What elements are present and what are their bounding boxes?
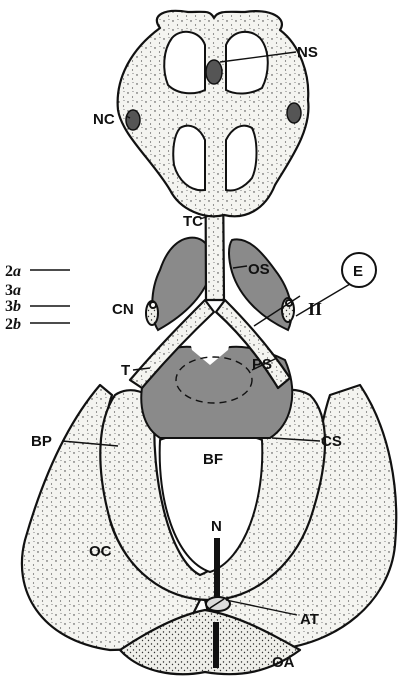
notochord [214, 538, 220, 602]
nasal-capsule [118, 11, 309, 216]
stage-marker-2a: 2a [5, 263, 21, 280]
nasal-concha-right [287, 103, 301, 123]
label-n: N [211, 518, 222, 535]
label-cs: CS [321, 433, 342, 450]
label-tc: TC [183, 213, 203, 230]
label-oc: OC [89, 543, 112, 560]
atlas [206, 597, 230, 611]
nasal-opening-left [164, 32, 205, 93]
label-bf: BF [203, 451, 223, 468]
label-cn: CN [112, 301, 134, 318]
cranial-nerve-left [146, 301, 158, 325]
label-t: T [121, 362, 130, 379]
label-bp: BP [31, 433, 52, 450]
nasal-opening-right [226, 32, 268, 94]
notochord-lower [213, 622, 219, 668]
stage-marker-2b: 2b [5, 316, 21, 333]
label-oa: OA [272, 654, 295, 671]
label-ns: NS [297, 44, 318, 61]
label-nc: NC [93, 111, 115, 128]
label-os: OS [248, 261, 270, 278]
nasal-concha-left [126, 110, 140, 130]
label-ps: PS [252, 356, 272, 373]
label-roman-ii: II [308, 299, 322, 319]
nasal-septum-knob [206, 60, 222, 84]
label-at: AT [300, 611, 319, 628]
stage-marker-3a: 3a [5, 282, 21, 299]
stage-marker-3b: 3b [5, 298, 21, 315]
label-e: E [353, 263, 363, 280]
